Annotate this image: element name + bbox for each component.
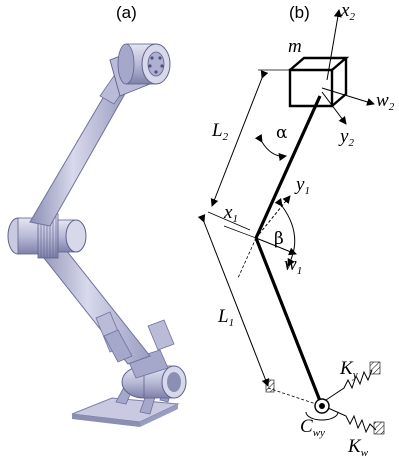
beta-label: β — [274, 229, 284, 249]
base-pivot — [305, 398, 339, 421]
y1-label: y1 — [294, 174, 310, 197]
y2-label: y2 — [338, 126, 354, 149]
w2-axis — [321, 87, 375, 106]
Cwy-label: Cwy — [300, 416, 325, 439]
L2-label: L2 — [211, 120, 229, 143]
Kw-label: Kw — [347, 436, 369, 457]
alpha-arc — [254, 133, 287, 161]
spring-Ky — [325, 361, 381, 401]
beta-arc — [274, 197, 296, 267]
wrist-joint — [109, 43, 171, 97]
x2-axis — [326, 9, 342, 81]
Ky-label: Ky — [339, 358, 358, 381]
L1-label: L1 — [217, 306, 234, 329]
x2-label: x2 — [340, 0, 355, 23]
y2-axis — [321, 91, 347, 125]
L2-dimension — [210, 70, 269, 207]
w2-label: w2 — [376, 90, 395, 113]
elbow-joint — [7, 213, 87, 259]
panel-label-b: (b) — [289, 3, 310, 22]
base-joint — [121, 319, 187, 399]
lower-link — [35, 239, 151, 365]
robot-arm-rendering: (a) — [7, 3, 187, 427]
L1-dimension — [197, 214, 270, 387]
upper-link — [29, 69, 133, 227]
spring-Kw — [327, 407, 385, 435]
ground-support — [265, 379, 317, 405]
w1-label: w1 — [284, 254, 302, 277]
panel-label-a: (a) — [116, 3, 137, 22]
alpha-label: α — [276, 123, 288, 143]
mass-label: m — [288, 36, 302, 57]
schematic-diagram: (b) x2 m w2 y2 α L2 y1 x1 — [197, 0, 395, 457]
upper-link-line — [254, 95, 322, 239]
x1-label: x1 — [223, 202, 238, 225]
